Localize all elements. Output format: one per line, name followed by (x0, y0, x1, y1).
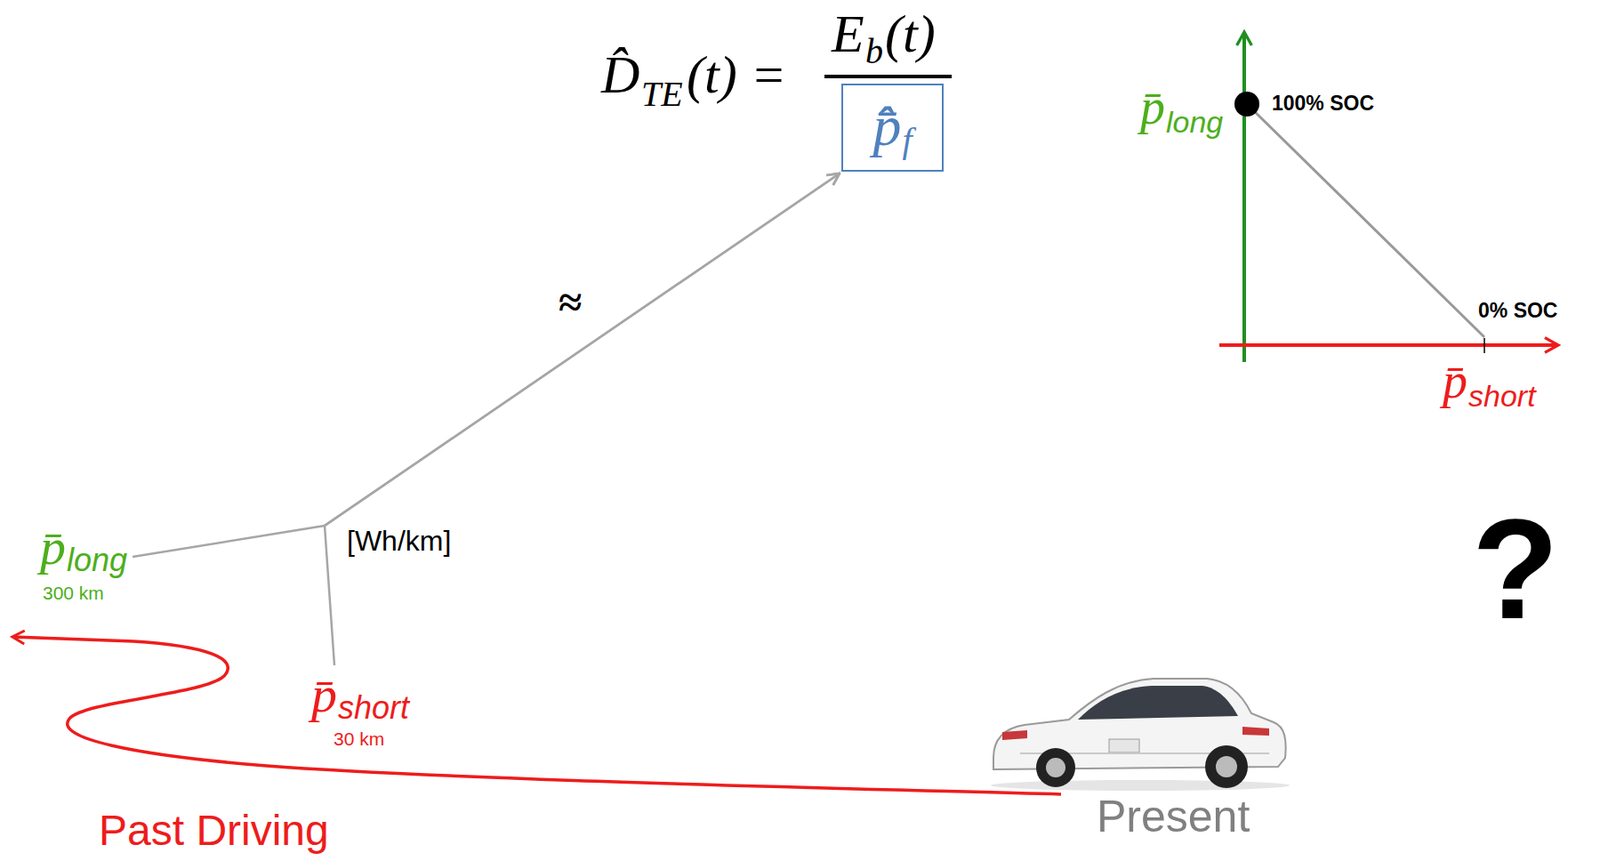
question-mark: ? (1471, 498, 1560, 641)
estimate-box: p̄̂f (841, 83, 944, 172)
car-icon (990, 678, 1290, 791)
tail-light (1242, 726, 1270, 736)
text-row: p̄̂f (872, 97, 912, 159)
fraction-bar (824, 74, 952, 79)
average-subscript: long (66, 544, 128, 577)
formula-symbol: D̂ (601, 48, 640, 102)
past-label: Past Driving (98, 809, 330, 853)
axis-tick (1483, 337, 1486, 354)
node-content: p̄short 30 km (311, 668, 410, 748)
present-label: Present (1096, 794, 1250, 839)
long-average: p̄long 300 km (40, 521, 128, 603)
axis-symbol: p̄ (1140, 81, 1166, 132)
blend-line (1246, 104, 1485, 338)
license-plate (1109, 739, 1140, 753)
short-axis (1219, 343, 1559, 347)
merge-arrow (324, 173, 840, 666)
window-distance: 30 km (333, 729, 385, 748)
text-row: p̄long (40, 521, 128, 577)
formula-symbol: E (831, 7, 865, 61)
long-axis (1242, 32, 1247, 362)
average-symbol: p̄ (40, 521, 66, 573)
formula-text: (t) = (686, 48, 787, 102)
soc-dot (1234, 91, 1260, 117)
wheel-hub (1215, 755, 1238, 778)
unit-label: [Wh/km] (346, 526, 451, 555)
axis-subscript: long (1165, 106, 1223, 137)
formula-text: (t) (884, 7, 936, 61)
tail-light (1002, 730, 1028, 740)
car-shadow (990, 779, 1290, 791)
text-row: 300 km (40, 576, 128, 603)
wheel (1205, 745, 1248, 788)
soc-label: 0% SOC (1478, 300, 1558, 322)
formula-subscript: TE (641, 76, 684, 113)
window-distance: 300 km (42, 583, 105, 603)
average-symbol: p̄ (311, 668, 338, 721)
node-content: p̄long 300 km (40, 521, 128, 603)
formula-subscript: b (865, 33, 884, 70)
text-row: p̄short (311, 668, 410, 724)
wheel (1036, 747, 1076, 788)
wheel-hub (1045, 757, 1066, 778)
approx-sign: ≈ (558, 281, 582, 324)
axis-subscript: short (1468, 380, 1536, 411)
axis-symbol: p̄ (1442, 355, 1468, 406)
average-subscript: short (337, 691, 410, 724)
past-road (12, 636, 1062, 795)
short-average: p̄short 30 km (311, 668, 410, 748)
merge-arrow (132, 173, 840, 557)
soc-label: 100% SOC (1271, 93, 1375, 114)
estimate-symbol: p̄̂ (872, 97, 901, 155)
node-content: p̄̂f (872, 97, 912, 159)
text-row: 30 km (311, 723, 410, 748)
car-window (1077, 685, 1239, 720)
estimate-subscript: f (901, 122, 912, 159)
